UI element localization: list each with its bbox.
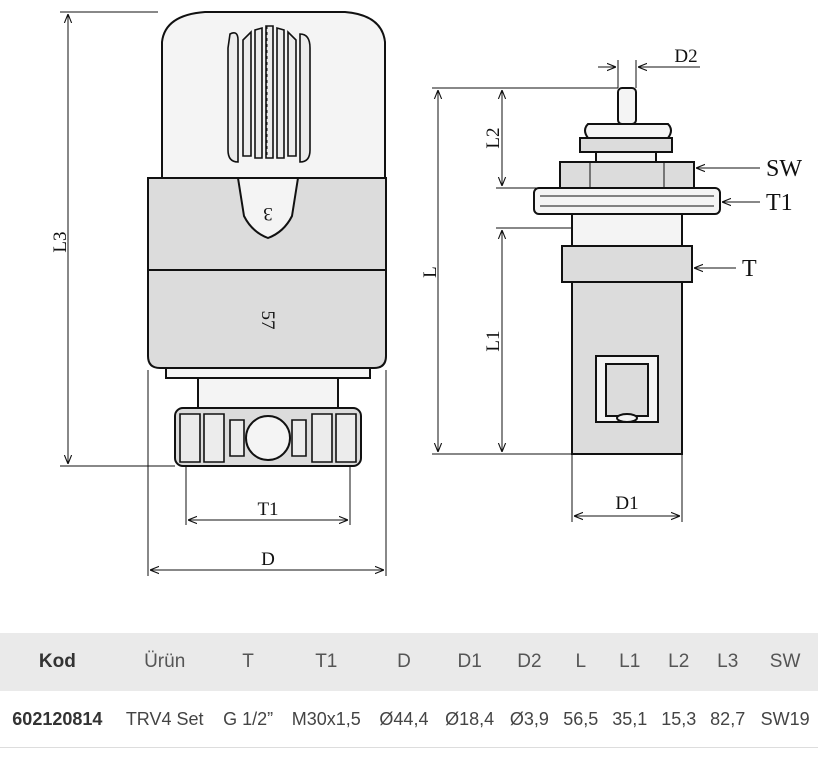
- dim-T1-left: T1: [185, 466, 351, 525]
- cell-D: Ø44,4: [371, 691, 437, 748]
- cell-SW: SW19: [752, 691, 818, 748]
- dim-label-L2: L2: [483, 127, 504, 148]
- spec-header-row: Kod Ürün T T1 D D1 D2 L L1 L2 L3 SW: [0, 633, 818, 691]
- technical-drawing: 3 57 L3 T1 D: [50, 11, 802, 576]
- cell-kod: 602120814: [0, 691, 115, 748]
- dim-label-L: L: [420, 266, 441, 278]
- knurled-nut: [174, 407, 362, 467]
- col-header-kod: Kod: [0, 633, 115, 691]
- spec-table: Kod Ürün T T1 D D1 D2 L L1 L2 L3 SW 6021…: [0, 633, 818, 748]
- dim-D1: D1: [571, 454, 683, 522]
- callout-T1: T1: [722, 190, 793, 216]
- cell-L: 56,5: [556, 691, 606, 748]
- scale-mark-3: 3: [263, 203, 273, 224]
- col-header-D1: D1: [436, 633, 503, 691]
- cell-urun: TRV4 Set: [114, 691, 215, 748]
- callout-T: T: [694, 256, 757, 282]
- col-header-L1: L1: [605, 633, 655, 691]
- cap-ribs: [227, 25, 311, 163]
- cell-L3: 82,7: [703, 691, 753, 748]
- col-header-T: T: [214, 633, 282, 691]
- cell-L1: 35,1: [605, 691, 655, 748]
- callout-label-T1: T1: [766, 190, 793, 216]
- dim-D: D: [147, 370, 387, 576]
- cell-D1: Ø18,4: [436, 691, 503, 748]
- col-header-L2: L2: [654, 633, 704, 691]
- col-header-urun: Ürün: [114, 633, 215, 691]
- dim-L1: L1: [483, 227, 572, 452]
- thermostatic-head: 3 57: [147, 11, 387, 467]
- cell-T: G 1/2”: [214, 691, 282, 748]
- callout-SW: SW: [696, 156, 802, 182]
- brand-mark: 57: [257, 311, 278, 330]
- dim-label-L1: L1: [483, 330, 504, 351]
- dim-label-L3: L3: [50, 231, 71, 252]
- valve-insert: [533, 87, 721, 455]
- dim-D2: D2: [598, 46, 700, 88]
- col-header-SW: SW: [752, 633, 818, 691]
- dim-L: L: [420, 87, 572, 455]
- col-header-L: L: [556, 633, 606, 691]
- col-header-D2: D2: [502, 633, 557, 691]
- cell-T1: M30x1,5: [281, 691, 372, 748]
- col-header-T1: T1: [281, 633, 372, 691]
- callout-label-SW: SW: [766, 156, 802, 182]
- dim-label-D2: D2: [674, 46, 697, 67]
- dim-label-D1: D1: [615, 493, 638, 514]
- dim-L3: L3: [50, 11, 175, 467]
- col-header-L3: L3: [703, 633, 753, 691]
- table-row: 602120814 TRV4 Set G 1/2” M30x1,5 Ø44,4 …: [0, 691, 818, 748]
- col-header-D: D: [371, 633, 437, 691]
- cell-D2: Ø3,9: [502, 691, 557, 748]
- dim-label-D: D: [261, 549, 275, 570]
- dim-L2: L2: [483, 87, 618, 189]
- dim-label-T1-left: T1: [257, 499, 278, 520]
- cell-L2: 15,3: [654, 691, 704, 748]
- callout-label-T: T: [742, 256, 757, 282]
